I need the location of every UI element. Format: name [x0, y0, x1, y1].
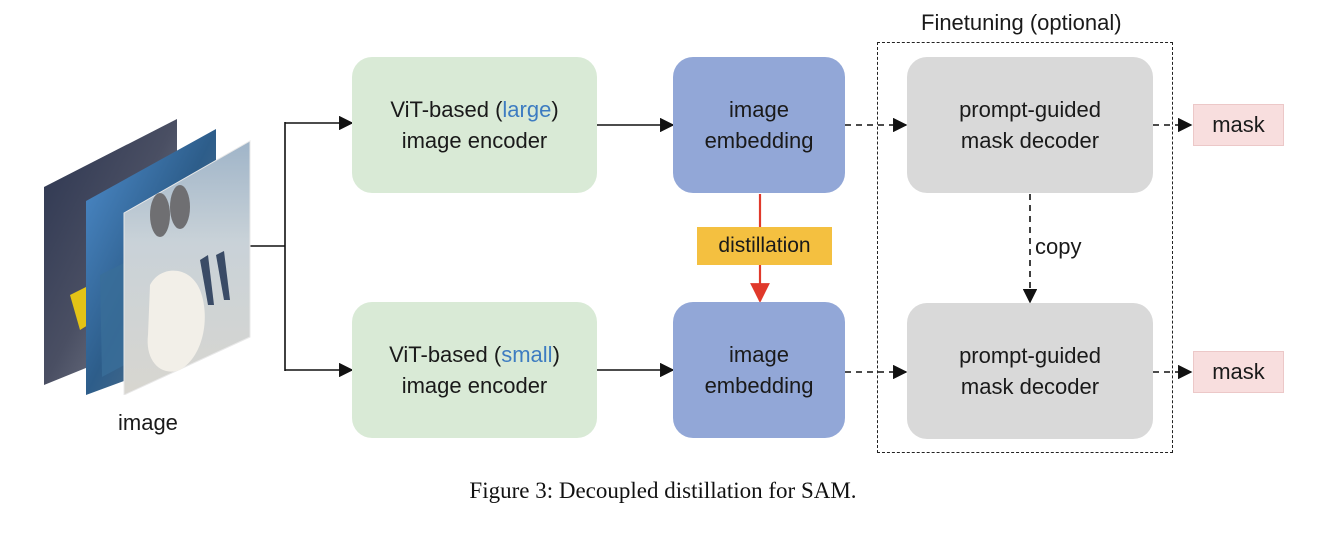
mask-output-bottom: mask — [1193, 351, 1284, 393]
small-size-label: small — [501, 342, 553, 367]
mask-decoder-top: prompt-guided mask decoder — [907, 57, 1153, 193]
image-embedding-top: image embedding — [673, 57, 845, 193]
decoder-bottom-line1: prompt-guided — [959, 343, 1101, 368]
input-image-front — [123, 140, 251, 395]
embedding-top-line1: image — [729, 97, 789, 122]
finetuning-label: Finetuning (optional) — [921, 10, 1122, 35]
input-image-label: image — [118, 410, 178, 435]
embedding-top-line2: embedding — [704, 128, 814, 153]
embedding-bottom-line2: embedding — [704, 373, 814, 398]
small-image-encoder: ViT-based (small) image encoder — [352, 302, 597, 438]
finetuning-region — [877, 42, 1173, 453]
large-size-label: large — [502, 97, 552, 122]
decoder-top-line1: prompt-guided — [959, 97, 1101, 122]
input-image-stack — [44, 119, 251, 395]
embedding-bottom-line1: image — [729, 342, 789, 367]
mask-output-top: mask — [1193, 104, 1284, 146]
figure-caption: Figure 3: Decoupled distillation for SAM… — [469, 478, 857, 503]
distillation-label: distillation — [697, 227, 832, 265]
input-split-connector — [250, 115, 354, 378]
small-encoder-subtitle: image encoder — [401, 373, 548, 398]
decoder-bottom-line2: mask decoder — [960, 374, 1100, 399]
large-encoder-subtitle: image encoder — [401, 128, 548, 153]
copy-label: copy — [1035, 234, 1082, 259]
small-encoder-title: ViT-based (small) — [389, 342, 560, 367]
large-image-encoder: ViT-based (large) image encoder — [352, 57, 597, 193]
decoder-top-line2: mask decoder — [960, 128, 1100, 153]
large-encoder-title: ViT-based (large) — [390, 97, 559, 122]
mask-decoder-bottom: prompt-guided mask decoder — [907, 303, 1153, 439]
image-embedding-bottom: image embedding — [673, 302, 845, 438]
